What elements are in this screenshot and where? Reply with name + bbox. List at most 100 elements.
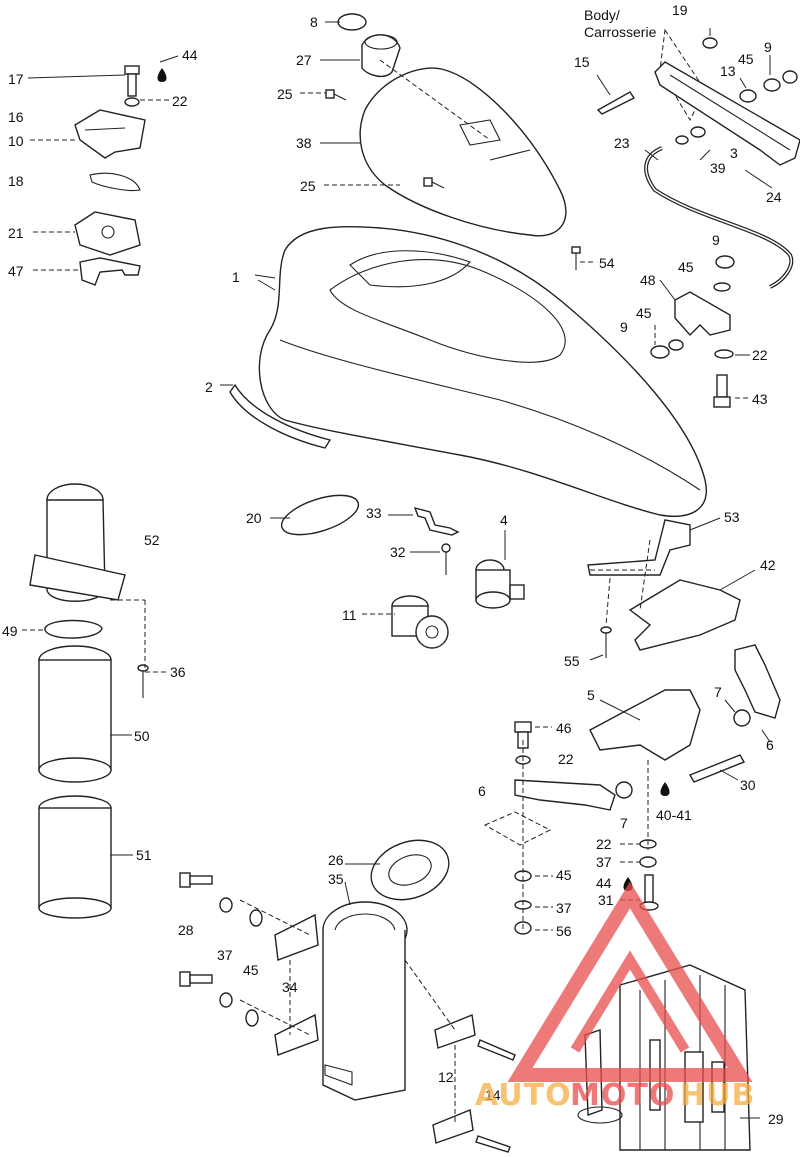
callout-6b: 6 xyxy=(478,783,486,799)
part-38-hood-line xyxy=(489,149,531,161)
callout-4: 4 xyxy=(500,512,508,528)
part-37-washer-d xyxy=(219,992,233,1008)
part-45-washer-b xyxy=(763,78,781,92)
part-6-arm-b xyxy=(514,779,616,811)
callout-46: 46 xyxy=(556,720,572,736)
part-22-washer-a xyxy=(124,97,140,107)
callout-44b: 44 xyxy=(596,875,612,891)
part-25-screw-b xyxy=(423,177,445,189)
part-5-arm xyxy=(589,689,701,761)
part-55-screw xyxy=(600,626,612,658)
part-2-trim xyxy=(229,383,332,449)
watermark-text-moto: MOTO xyxy=(570,1078,675,1113)
part-19-washer xyxy=(702,37,718,49)
callout-43: 43 xyxy=(752,391,768,407)
callout-38: 38 xyxy=(296,135,312,151)
part-6-arm-a xyxy=(734,644,781,719)
callout-22d: 22 xyxy=(596,836,612,852)
callout-22b: 22 xyxy=(752,347,768,363)
callout-55: 55 xyxy=(564,653,580,669)
part-22-washer-b xyxy=(714,349,734,359)
part-54-screw xyxy=(571,246,581,270)
part-43-bolt xyxy=(713,374,731,408)
part-4041-drop xyxy=(660,782,670,796)
callout-10: 10 xyxy=(8,133,24,149)
part-45-washer-f xyxy=(249,909,263,927)
part-14-rivet-a xyxy=(477,1039,516,1061)
part-7-bushing-b xyxy=(615,781,633,799)
part-1-side-line xyxy=(279,339,701,491)
callout-47: 47 xyxy=(8,263,24,279)
callout-15: 15 xyxy=(574,54,590,70)
callout-19: 19 xyxy=(672,2,688,18)
part-12-plate-b xyxy=(432,1109,474,1144)
callout-34: 34 xyxy=(282,979,298,995)
leader-lines xyxy=(22,21,773,1125)
part-27-vent-rim xyxy=(364,34,398,50)
part-42-shield xyxy=(628,579,741,651)
callout-49: 49 xyxy=(2,623,18,639)
callout-14: 14 xyxy=(485,1087,501,1103)
part-1-seat-recess xyxy=(329,259,566,363)
callout-18: 18 xyxy=(8,173,24,189)
part-45-washer-a xyxy=(739,89,757,103)
callout-22c: 22 xyxy=(558,751,574,767)
part-20-gasket xyxy=(280,494,360,536)
callout-21: 21 xyxy=(8,225,24,241)
callout-35: 35 xyxy=(328,871,344,887)
callout-36: 36 xyxy=(170,664,186,680)
callout-39: 39 xyxy=(710,160,726,176)
part-4-coil xyxy=(475,559,525,609)
watermark-logo: AUTO MOTO HUB xyxy=(475,881,755,1113)
part-10-bracket xyxy=(74,109,146,159)
body-ref-line1: Body/ xyxy=(584,7,620,23)
part-47-strap xyxy=(79,257,141,286)
part-33-clip xyxy=(413,506,460,536)
callout-9a: 9 xyxy=(764,39,772,55)
callout-29: 29 xyxy=(768,1111,784,1127)
callout-27: 27 xyxy=(296,52,312,68)
callout-3: 3 xyxy=(730,145,738,161)
body-reference-outline xyxy=(659,28,706,122)
callout-1: 1 xyxy=(232,269,240,285)
callout-52: 52 xyxy=(144,532,160,548)
part-34-plate-a xyxy=(274,913,319,961)
part-21-holder xyxy=(74,211,141,256)
part-48-mount xyxy=(674,291,731,337)
part-21-hole xyxy=(101,225,115,239)
callout-8: 8 xyxy=(310,14,318,30)
part-1-deck xyxy=(258,225,707,517)
part-9-nut-a xyxy=(782,70,798,84)
part-45-washer-d xyxy=(668,339,684,351)
part-gasket-diamond xyxy=(483,811,552,846)
part-51-sleeve xyxy=(38,795,112,919)
callout-45c: 45 xyxy=(636,305,652,321)
callout-37b: 37 xyxy=(596,854,612,870)
callout-25b: 25 xyxy=(300,178,316,194)
callout-24: 24 xyxy=(766,189,782,205)
callout-37c: 37 xyxy=(217,947,233,963)
callout-54: 54 xyxy=(599,255,615,271)
callout-13: 13 xyxy=(720,63,736,79)
callout-17: 17 xyxy=(8,71,24,87)
part-14-rivet-b xyxy=(475,1135,511,1153)
callout-labels: Body/ Carrosserie 1 2 3 4 5 6 6 7 7 8 9 … xyxy=(2,2,784,1127)
callout-9c: 9 xyxy=(620,319,628,335)
part-28-bolt-b xyxy=(179,971,213,987)
part-38-hood xyxy=(359,67,567,237)
part-52-outlet xyxy=(29,483,126,602)
callout-28: 28 xyxy=(178,922,194,938)
callout-31: 31 xyxy=(598,892,614,908)
watermark-text-hub: HUB xyxy=(680,1078,755,1113)
callout-26: 26 xyxy=(328,852,344,868)
callout-45d: 45 xyxy=(556,867,572,883)
part-24-bracket-line xyxy=(669,74,791,151)
part-34-plate-b xyxy=(274,1013,319,1056)
part-9-nut-c xyxy=(650,345,670,359)
callout-50: 50 xyxy=(134,728,150,744)
part-49-clamp xyxy=(44,619,103,639)
callout-16: 16 xyxy=(8,109,24,125)
callout-11: 11 xyxy=(342,607,357,623)
part-1-inner-recess xyxy=(349,250,471,288)
